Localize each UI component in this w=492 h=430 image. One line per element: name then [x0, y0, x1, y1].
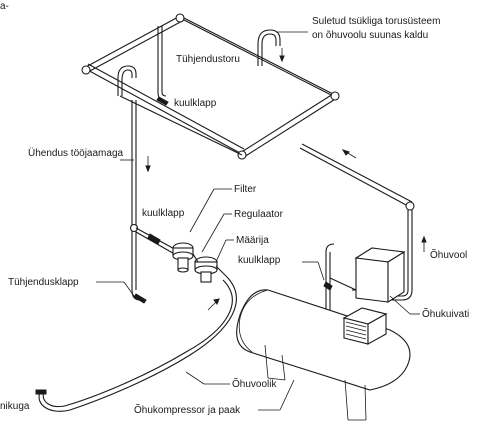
- label-ball-valve-top: kuulklapp: [174, 98, 217, 109]
- air-dryer-unit: [329, 247, 406, 303]
- leader-lines: [96, 31, 420, 411]
- workstation-drop: [117, 65, 147, 304]
- air-hose: [35, 275, 237, 412]
- overhead-pipe-loop: [81, 13, 340, 160]
- top-drain-drop: [156, 26, 169, 106]
- compressor-tank: [236, 289, 411, 421]
- label-air-hose: Õhuvoolik: [232, 377, 277, 390]
- label-drain-pipe: Tühjendustoru: [176, 54, 240, 65]
- label-regulator: Regulaator: [234, 209, 284, 220]
- label-drain-valve: Tühjendusklapp: [8, 277, 79, 288]
- right-riser: [299, 143, 415, 301]
- label-workstation-connection: Ühendus tööjaamaga: [28, 147, 124, 159]
- top-right-riser: [257, 29, 281, 66]
- flow-arrows: [145, 48, 427, 311]
- label-filter: Filter: [234, 184, 257, 195]
- label-air-flow: Õhuvool: [430, 248, 467, 261]
- label-lubricator: Määrija: [236, 235, 269, 246]
- labels: a- Suletud tsükliga torusüsteem on õhuvo…: [0, 1, 469, 416]
- label-closed-loop-line1: Suletud tsükliga torusüsteem: [312, 16, 440, 27]
- filter-unit: [172, 242, 194, 273]
- label-bottom-left-fragment: nikuga: [0, 401, 30, 412]
- label-ball-valve-right: kuulklapp: [238, 255, 281, 266]
- label-top-left-fragment: a-: [0, 1, 9, 12]
- label-ball-valve-left: kuulklapp: [142, 208, 185, 219]
- label-air-dryer: Õhukuivati: [422, 307, 469, 320]
- label-closed-loop-line2: on õhuvoolu suunas kaldu: [312, 30, 428, 41]
- lubricator-unit: [192, 253, 227, 277]
- regulator-unit: [194, 256, 218, 283]
- label-compressor-tank: Õhukompressor ja paak: [134, 403, 241, 416]
